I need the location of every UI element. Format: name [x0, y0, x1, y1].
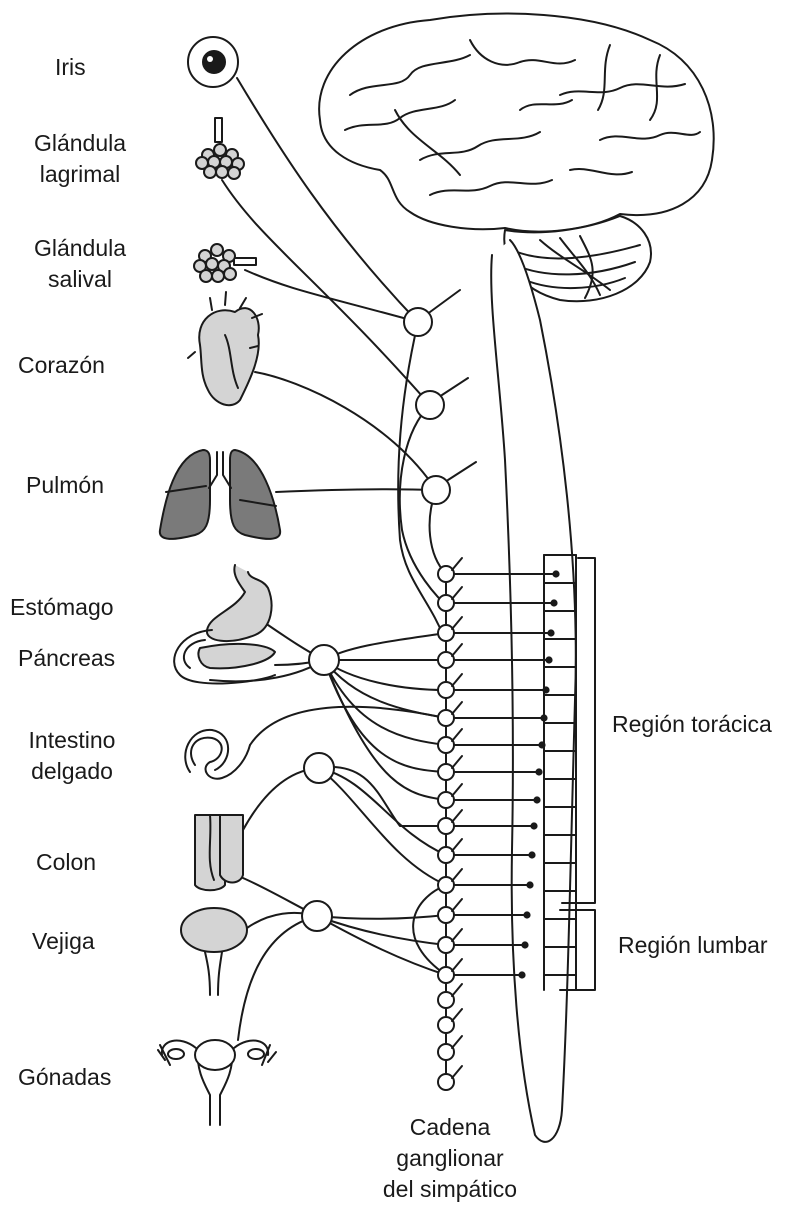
chain-ganglion-ramus [452, 839, 462, 851]
label-heart: Corazón [18, 350, 105, 381]
label-stomach: Estómago [10, 592, 114, 623]
chain-ganglion [438, 710, 454, 726]
chain-ganglion-ramus [452, 1036, 462, 1048]
label-colon: Colon [36, 847, 96, 878]
label-sympathetic-chain-line1: Cadena [360, 1112, 540, 1143]
chain-ganglion-ramus [452, 617, 462, 629]
stomach-organ [207, 565, 272, 641]
chain-ganglion-ramus [452, 1066, 462, 1078]
label-lung: Pulmón [26, 470, 104, 501]
spinal-connection-dot [539, 742, 544, 747]
chain-ganglion [438, 992, 454, 1008]
spinal-connection-dot [522, 942, 527, 947]
chain-ganglion [438, 877, 454, 893]
bladder-organ [181, 908, 247, 995]
gonads-organ [158, 1040, 276, 1125]
spinal-connection-dot [534, 797, 539, 802]
label-salivary-gland-line1: Glándula [15, 233, 145, 264]
label-thoracic-region: Región torácica [612, 709, 772, 740]
label-lumbar-region: Región lumbar [618, 930, 768, 961]
spinal-connection-dot [551, 600, 556, 605]
spinal-connection-dot [529, 852, 534, 857]
label-gonads: Gónadas [18, 1062, 111, 1093]
chain-ganglion-ramus [452, 984, 462, 996]
label-bladder: Vejiga [32, 926, 95, 957]
salivary-gland-organ [194, 244, 256, 282]
label-pancreas: Páncreas [18, 643, 115, 674]
spinal-connection-dot [541, 715, 546, 720]
label-small-intestine: Intestino delgado [8, 725, 136, 787]
iris-organ [188, 37, 238, 87]
spinal-connection-dot [527, 882, 532, 887]
chain-ganglion [438, 967, 454, 983]
chain-ganglion-ramus [452, 929, 462, 941]
chain-ganglion-ramus [452, 1009, 462, 1021]
chain-ganglion-ramus [452, 810, 462, 822]
chain-ganglion [438, 764, 454, 780]
label-sympathetic-chain-line2: ganglionar [360, 1143, 540, 1174]
chain-ganglion-ramus [452, 899, 462, 911]
chain-ganglion [438, 682, 454, 698]
lacrimal-gland-organ [196, 118, 244, 179]
label-small-intestine-line1: Intestino [8, 725, 136, 756]
chain-ganglion [438, 737, 454, 753]
chain-ganglion [438, 907, 454, 923]
chain-ganglion [438, 652, 454, 668]
cerebrum [319, 14, 714, 232]
label-iris: Iris [55, 52, 86, 83]
chain-ganglion-ramus [452, 587, 462, 599]
chain-ganglion [438, 595, 454, 611]
chain-ganglion [438, 1044, 454, 1060]
chain-ganglion-ramus [452, 869, 462, 881]
chain-ganglion [438, 566, 454, 582]
label-lacrimal-gland: Glándula lagrimal [15, 128, 145, 190]
spinal-connection-dot [543, 687, 548, 692]
chain-ganglion-ramus [452, 756, 462, 768]
chain-ganglion-ramus [452, 644, 462, 656]
label-lacrimal-gland-line1: Glándula [15, 128, 145, 159]
chain-ganglion [438, 847, 454, 863]
chain-ganglion [438, 1017, 454, 1033]
lung-organ [160, 450, 280, 539]
chain-ganglion [438, 818, 454, 834]
nerve-pathways [210, 78, 446, 1040]
chain-ganglion [438, 1074, 454, 1090]
chain-ganglion-ramus [452, 729, 462, 741]
spinal-connection-dot [531, 823, 536, 828]
small-intestine-organ [185, 730, 250, 779]
spinal-connection-dot [536, 769, 541, 774]
chain-ganglion-ramus [452, 784, 462, 796]
label-small-intestine-line2: delgado [8, 756, 136, 787]
chain-ganglion [438, 625, 454, 641]
label-salivary-gland-line2: salival [15, 264, 145, 295]
chain-ganglion [438, 792, 454, 808]
spinal-connection-dot [548, 630, 553, 635]
label-lacrimal-gland-line2: lagrimal [15, 159, 145, 190]
spinal-connection-dot [553, 571, 558, 576]
chain-ganglion-ramus [452, 959, 462, 971]
large-ganglia [302, 308, 450, 931]
label-sympathetic-chain: Cadena ganglionar del simpático [360, 1112, 540, 1205]
chain-ganglion [438, 937, 454, 953]
chain-ganglion-ramus [452, 702, 462, 714]
colon-organ [195, 815, 243, 890]
spinal-connection-dot [519, 972, 524, 977]
label-sympathetic-chain-line3: del simpático [360, 1174, 540, 1205]
spinal-connection-dot [546, 657, 551, 662]
spinal-connection-dot [524, 912, 529, 917]
heart-organ [188, 292, 262, 405]
chain-ganglion-ramus [452, 558, 462, 570]
chain-ganglion-ramus [452, 674, 462, 686]
label-salivary-gland: Glándula salival [15, 233, 145, 295]
